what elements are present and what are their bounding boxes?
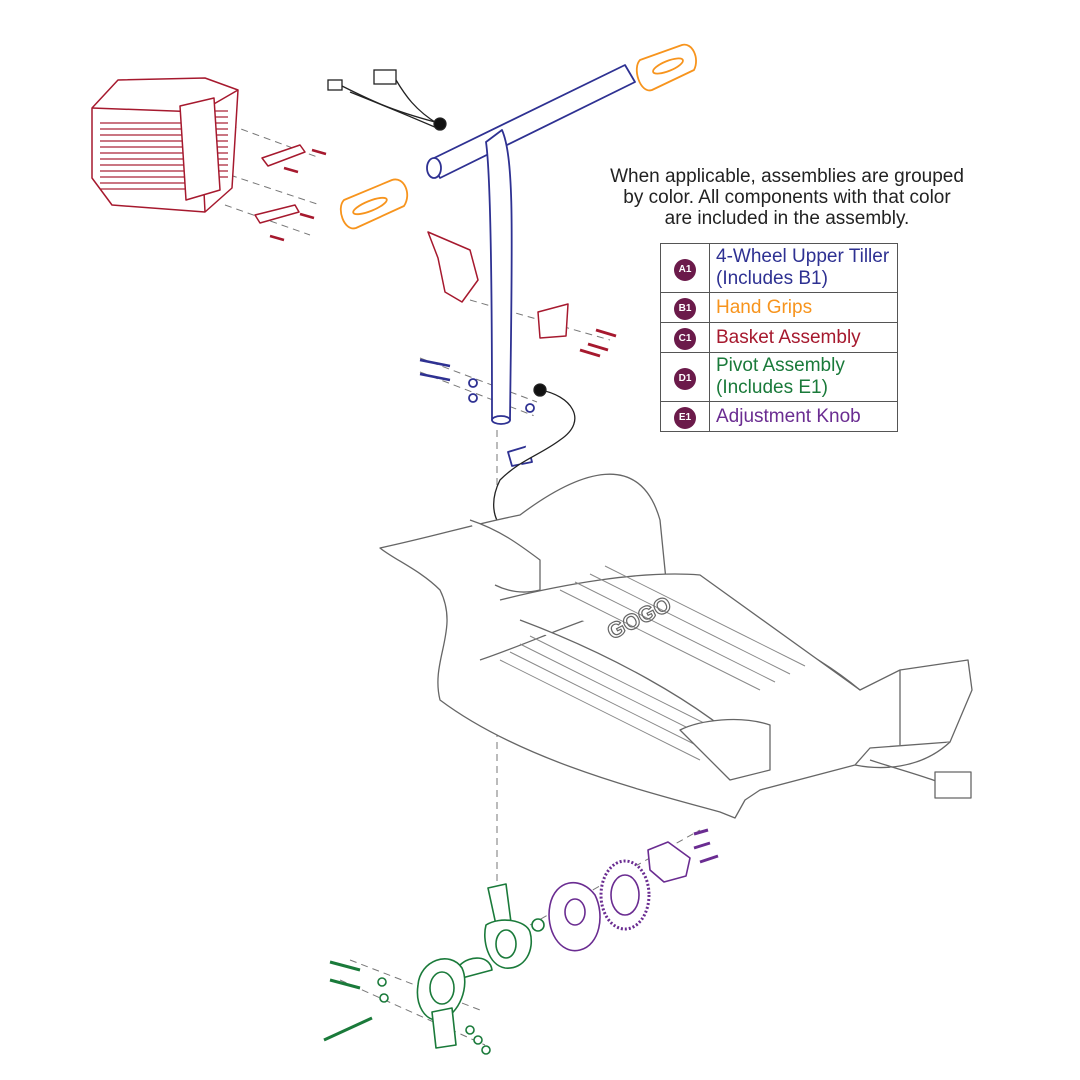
legend-label-e1: Adjustment Knob [708,401,899,432]
adjustment-knob-part [548,828,719,952]
a1-badge: A1 [674,258,696,281]
c1-badge: C1 [674,328,696,350]
scooter-deck-body [379,473,973,819]
d1-badge: D1 [674,367,696,390]
legend-row-b1: B1 Hand Grips [660,292,899,323]
legend-label-c1: Basket Assembly [708,322,899,353]
note-line-2: by color. All components with that color [623,187,951,208]
note-line-3: are included in the assembly. [664,208,910,229]
legend-c1-line-1: Basket Assembly [716,326,861,348]
e1-badge: E1 [674,407,696,429]
legend-row-c1: C1 Basket Assembly [660,322,899,353]
legend-label-a1: 4-Wheel Upper Tiller (Includes B1) [708,243,899,293]
legend-row-e1: E1 Adjustment Knob [660,401,899,432]
legend-a1-line-1: 4-Wheel Upper Tiller [716,246,890,267]
legend-label-d1: Pivot Assembly (Includes E1) [708,352,899,402]
legend-row-a1: A1 4-Wheel Upper Tiller (Includes B1) [660,243,899,293]
assembly-legend: A1 4-Wheel Upper Tiller (Includes B1) B1… [660,243,899,432]
legend-row-d1: D1 Pivot Assembly (Includes E1) [660,352,899,402]
color-grouping-note: When applicable, assemblies are grouped … [572,166,1002,229]
legend-e1-line-1: Adjustment Knob [716,405,861,427]
upper-tiller-part [419,64,636,467]
b1-badge: B1 [674,298,696,320]
wire-harness-part [327,69,576,531]
legend-d1-line-1: Pivot Assembly [716,355,845,376]
hand-grips-part [339,43,697,230]
basket-assembly-part [91,77,617,358]
legend-d1-line-2: (Includes E1) [716,377,828,398]
legend-a1-line-2: (Includes B1) [716,268,828,289]
legend-b1-line-1: Hand Grips [716,296,813,318]
note-line-1: When applicable, assemblies are grouped [610,166,964,187]
pivot-assembly-part [323,883,545,1055]
legend-label-b1: Hand Grips [708,292,899,323]
